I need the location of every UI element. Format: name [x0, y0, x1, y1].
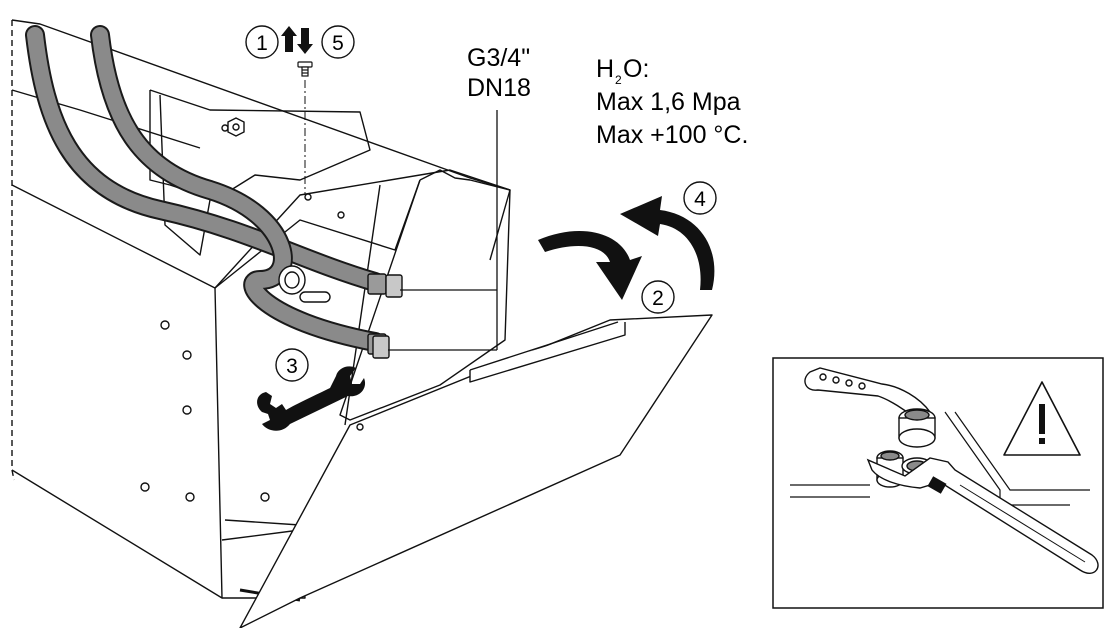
- housing-top-inner: [11, 89, 201, 149]
- mounting-plate: [149, 89, 371, 201]
- door-panel: [239, 314, 713, 629]
- dashed-outline: [11, 20, 15, 481]
- step-5-circle: [321, 25, 355, 59]
- water-subscript: 2: [615, 73, 622, 87]
- step-2-label: 2: [652, 287, 664, 310]
- step-3-label: 3: [286, 355, 298, 378]
- up-down-arrows-icon: [281, 26, 313, 54]
- inset-adjustable-wrench: [866, 457, 1099, 574]
- step-2-circle: [641, 280, 675, 314]
- warning-triangle-icon: [1003, 381, 1081, 456]
- door-bracket: [469, 322, 626, 383]
- screw-icon: [297, 61, 313, 77]
- wrench-icon: [257, 366, 366, 431]
- step-4-label: 4: [694, 188, 706, 211]
- fitting-upper: [367, 273, 387, 295]
- screw-dot: [185, 492, 195, 502]
- water-temperature: Max +100 °C.: [596, 121, 748, 149]
- screw-dot: [304, 193, 312, 201]
- screw-dot: [260, 492, 270, 502]
- leader-lines: [388, 110, 498, 351]
- valve-knob: [278, 265, 331, 303]
- arrow-open: [620, 196, 715, 290]
- step-4-circle: [683, 181, 717, 215]
- housing-front-face: [11, 184, 223, 599]
- screw-dot: [337, 211, 345, 219]
- water-h: H: [596, 55, 614, 83]
- step-3-circle: [275, 348, 309, 382]
- hex-nut: [227, 117, 245, 137]
- inset-upper-wrench: [804, 367, 932, 419]
- inset-fitting: [898, 408, 936, 448]
- water-pressure: Max 1,6 Mpa: [596, 88, 741, 116]
- nut-upper: [385, 274, 403, 298]
- hose-1: [27, 27, 383, 290]
- step-5-label: 5: [332, 32, 344, 55]
- screw-dot: [160, 320, 170, 330]
- rotation-arrows-icon: [538, 196, 715, 300]
- step-1-5-group: 1 5: [245, 25, 355, 195]
- screw-dot: [140, 482, 150, 492]
- bottom-inner: [224, 519, 301, 526]
- door-frame: [339, 169, 511, 421]
- arrow-close: [538, 230, 642, 300]
- hose-fittings: [367, 273, 403, 359]
- screw-dot: [221, 124, 229, 132]
- hoses: [25, 25, 385, 352]
- thread-size: G3/4": [467, 44, 530, 72]
- thread-dn: DN18: [467, 74, 531, 102]
- step-1-circle: [245, 25, 279, 59]
- inset-detail: [772, 357, 1104, 609]
- hose-2-outline: [90, 25, 385, 352]
- door-screw: [356, 423, 364, 431]
- screw-dot: [182, 405, 192, 415]
- hose-2: [92, 27, 383, 350]
- water-spec: H 2 O: Max 1,6 Mpa Max +100 °C.: [596, 55, 748, 149]
- hose-1-outline: [25, 25, 385, 292]
- nut-lower: [372, 335, 390, 359]
- screw-dot: [182, 350, 192, 360]
- water-o: O:: [623, 55, 649, 83]
- step-1-label: 1: [256, 32, 268, 55]
